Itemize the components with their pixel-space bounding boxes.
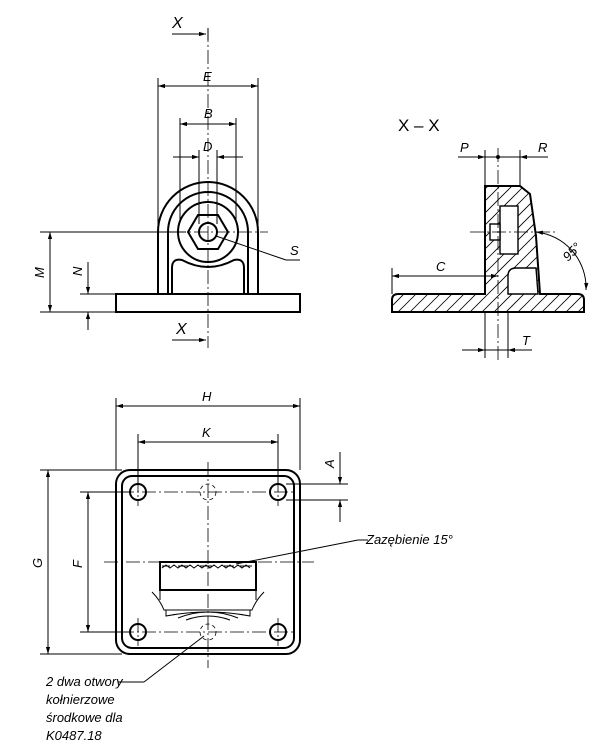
dim-label-b: B	[204, 106, 213, 121]
section-title: X – X	[398, 116, 440, 135]
holes-note-line-2: kołnierzowe	[46, 692, 115, 707]
dim-label-s: S	[290, 243, 299, 258]
section-view: X – X	[391, 116, 589, 362]
dim-label-c: C	[436, 259, 446, 274]
section-marker-bottom: X	[175, 321, 188, 338]
top-view: H K G F A Zazębienie 15° 2 dwa otwory ko…	[30, 389, 453, 743]
holes-note-line-4: K0487.18	[46, 728, 102, 743]
holes-note-line-1: 2 dwa otwory	[45, 674, 124, 689]
angle-label: 95°	[560, 240, 585, 265]
holes-note-line-3: środkowe dla	[46, 710, 123, 725]
dim-label-k: K	[202, 425, 212, 440]
dim-label-d: D	[203, 139, 212, 154]
dim-label-n: N	[70, 266, 85, 276]
dim-label-m: M	[32, 267, 47, 278]
dim-label-h: H	[202, 389, 212, 404]
dim-label-e: E	[203, 69, 212, 84]
serration-note: Zazębienie 15°	[365, 532, 453, 547]
dim-label-p: P	[460, 140, 469, 155]
dim-label-g: G	[30, 558, 45, 568]
dim-label-a: A	[322, 459, 337, 469]
section-marker-top: X	[171, 15, 184, 32]
dim-label-f: F	[70, 559, 85, 568]
dim-label-t: T	[522, 333, 531, 348]
front-view: X X E B D S M N	[32, 15, 301, 348]
dim-label-r: R	[538, 140, 547, 155]
